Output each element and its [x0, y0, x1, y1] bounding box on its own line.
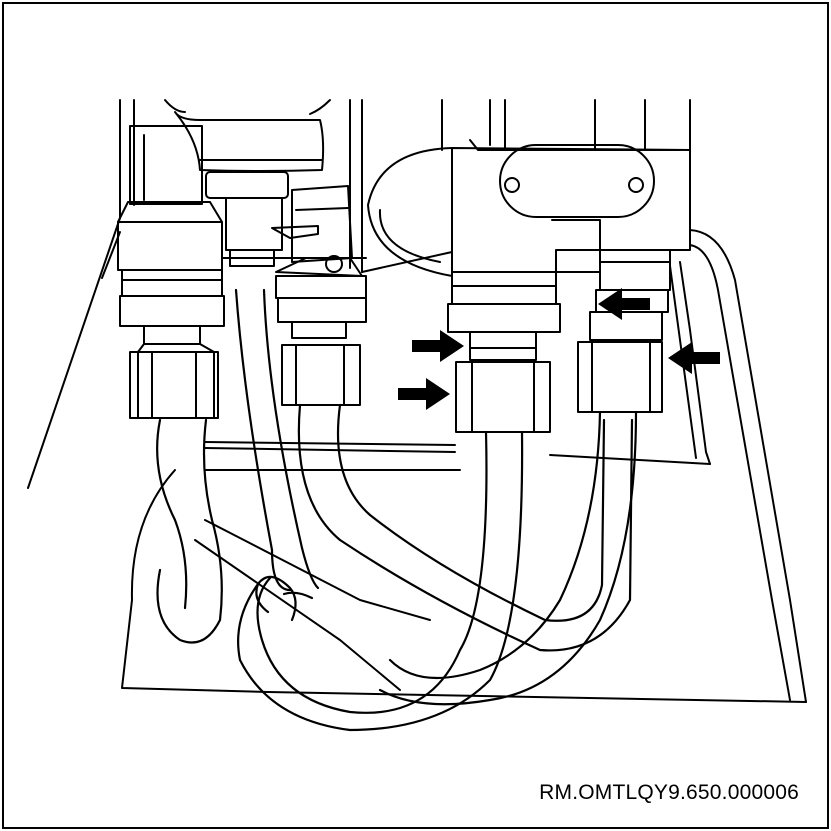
center-left-fitting — [174, 111, 367, 406]
hose-left — [156, 418, 188, 610]
hose-pump — [256, 430, 488, 714]
hoses — [156, 288, 638, 732]
reference-code: RM.OMTLQY9.650.000006 — [539, 781, 799, 804]
callout-arrows — [398, 288, 720, 410]
center-pump-head — [447, 139, 691, 433]
hose-center-left — [234, 288, 292, 592]
arrow-left-icon — [598, 288, 650, 320]
hose-right — [388, 410, 602, 680]
right-fitting — [577, 249, 671, 413]
hose-center — [297, 403, 634, 652]
arrow-right-icon — [412, 330, 464, 362]
left-fitting — [117, 125, 225, 419]
arrow-left-icon — [668, 342, 720, 374]
arrow-right-icon — [398, 378, 450, 410]
